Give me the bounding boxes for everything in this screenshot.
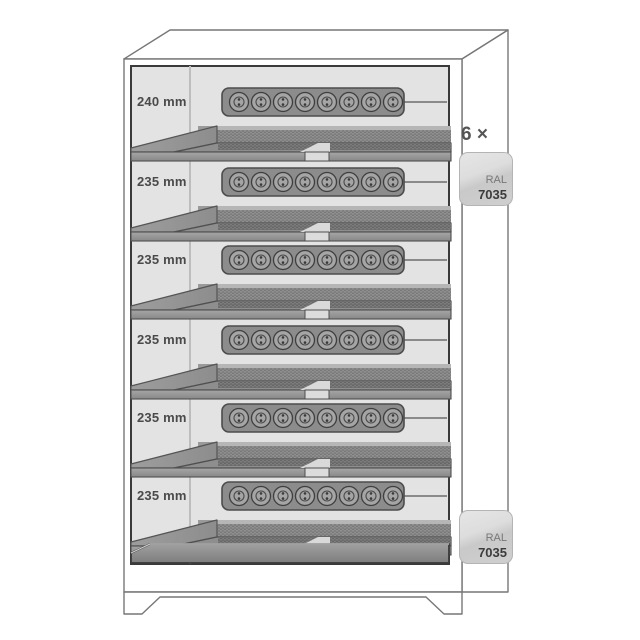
ral-word-top: RAL xyxy=(485,174,507,186)
ral-swatch-top[interactable]: RAL 7035 xyxy=(459,152,513,206)
shelf-height-label-1: 240 mm xyxy=(137,94,187,109)
ral-swatch-bottom[interactable]: RAL 7035 xyxy=(459,510,513,564)
shelf-height-label-2: 235 mm xyxy=(137,174,187,189)
shelf-level-2[interactable] xyxy=(130,167,452,242)
cabinet-top-panel xyxy=(123,29,509,60)
bottle-row-2 xyxy=(221,167,447,197)
cabinet-side-panel xyxy=(461,29,509,593)
cabinet-plinth xyxy=(123,591,463,615)
ral-word-bottom: RAL xyxy=(485,532,507,544)
shelf-level-4[interactable] xyxy=(130,325,452,400)
bottle-row-3 xyxy=(221,245,447,275)
ral-number-top: 7035 xyxy=(478,187,507,202)
shelf-height-label-6: 235 mm xyxy=(137,488,187,503)
shelf-level-5[interactable] xyxy=(130,403,452,478)
bottle-row-1 xyxy=(221,87,447,117)
shelf-height-label-4: 235 mm xyxy=(137,332,187,347)
shelf-height-label-5: 235 mm xyxy=(137,410,187,425)
ral-number-bottom: 7035 xyxy=(478,545,507,560)
bottle-row-6 xyxy=(221,481,447,511)
shelf-quantity-label: 6 × xyxy=(461,124,488,145)
shelf-level-1[interactable] xyxy=(130,87,452,162)
shelf-level-6[interactable] xyxy=(130,481,452,556)
bottom-sump-tray xyxy=(130,543,450,564)
bottle-row-5 xyxy=(221,403,447,433)
bottle-row-4 xyxy=(221,325,447,355)
shelf-height-label-3: 235 mm xyxy=(137,252,187,267)
shelf-level-3[interactable] xyxy=(130,245,452,320)
